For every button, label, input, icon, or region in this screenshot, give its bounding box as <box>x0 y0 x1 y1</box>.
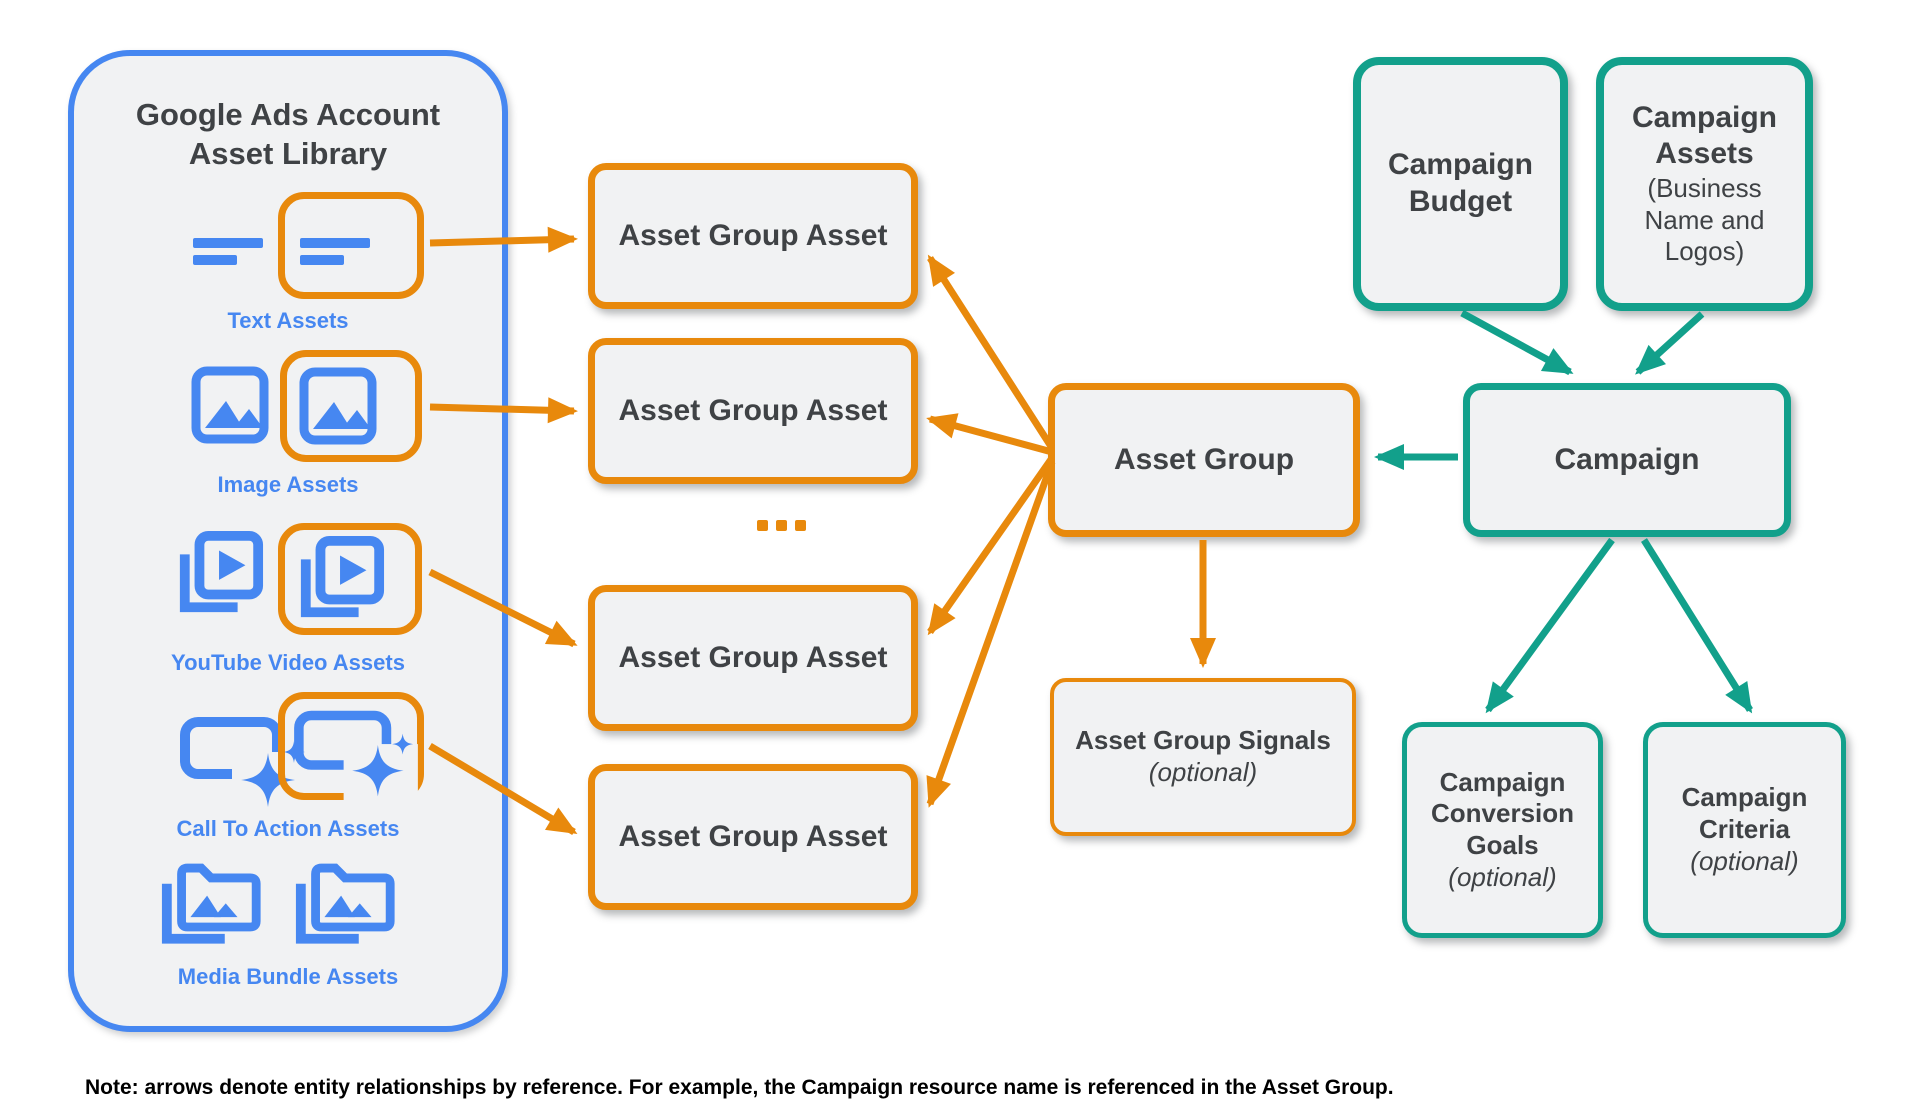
campaign-criteria-optional: (optional) <box>1690 845 1799 876</box>
image-assets-label: Image Assets <box>217 472 359 497</box>
media-bundle-assets-label: Media Bundle Assets <box>177 964 399 989</box>
asset-group-asset-box-4: Asset Group Asset <box>588 764 918 910</box>
campaign-budget-box: Campaign Budget <box>1353 57 1568 311</box>
selected-asset-highlight <box>278 192 424 299</box>
media-bundle-asset-icon <box>161 863 261 944</box>
youtube-video-asset-icon <box>300 535 385 618</box>
asset-group-label: Asset Group <box>1113 442 1295 476</box>
asset-group-asset-label: Asset Group Asset <box>618 393 888 427</box>
media-bundle-asset-icon <box>295 863 395 944</box>
ellipsis-icon <box>776 520 787 531</box>
asset-group-asset-label: Asset Group Asset <box>618 218 888 252</box>
text-asset-icon <box>193 238 263 248</box>
arrow-campaign-to-criteria <box>1641 538 1753 714</box>
asset-group-asset-box-2: Asset Group Asset <box>588 338 918 484</box>
asset-group-asset-box-1: Asset Group Asset <box>588 163 918 309</box>
selected-asset-highlight <box>280 350 422 462</box>
arrow-asset-group-to-asset-group-asset-4 <box>926 460 1056 808</box>
text-asset-icon <box>300 255 344 265</box>
call-to-action-asset-icon <box>294 710 418 805</box>
arrow-campaign-assets-to-campaign <box>1635 311 1705 375</box>
arrow-campaign-budget-to-campaign <box>1460 309 1574 376</box>
campaign-assets-subtitle: (Business Name and Logos) <box>1644 173 1765 267</box>
asset-group-asset-box-3: Asset Group Asset <box>588 585 918 731</box>
ellipsis-icon <box>795 520 806 531</box>
asset-group-signals-optional: (optional) <box>1148 757 1258 787</box>
call-to-action-assets-label: Call To Action Assets <box>176 816 400 841</box>
footnote: Note: arrows denote entity relationships… <box>85 1076 1394 1099</box>
asset-group-asset-label: Asset Group Asset <box>618 819 888 853</box>
arrow-asset-group-to-asset-group-asset-2 <box>926 413 1053 456</box>
image-asset-icon <box>299 367 377 445</box>
campaign-conversion-goals-title: Campaign Conversion Goals <box>1430 766 1575 860</box>
ellipsis-icon <box>757 520 768 531</box>
image-asset-icon <box>191 366 269 444</box>
text-assets-label: Text Assets <box>227 308 349 333</box>
text-asset-icon <box>300 238 370 248</box>
campaign-assets-title: Campaign Assets <box>1631 100 1778 171</box>
asset-library-title: Google Ads Account Asset Library <box>135 97 441 171</box>
campaign-criteria-title: Campaign Criteria <box>1681 782 1808 845</box>
asset-group-signals-box: Asset Group Signals (optional) <box>1050 678 1356 836</box>
campaign-box: Campaign <box>1463 383 1791 537</box>
campaign-label: Campaign <box>1554 442 1700 476</box>
campaign-conversion-goals-box: Campaign Conversion Goals (optional) <box>1402 722 1603 938</box>
campaign-criteria-box: Campaign Criteria (optional) <box>1643 722 1846 938</box>
asset-group-asset-label: Asset Group Asset <box>618 640 888 674</box>
youtube-video-assets-label: YouTube Video Assets <box>171 650 405 675</box>
campaign-budget-label: Campaign Budget <box>1387 148 1534 218</box>
campaign-conversion-goals-optional: (optional) <box>1448 861 1557 892</box>
arrow-asset-group-to-asset-group-asset-3 <box>927 455 1055 636</box>
asset-group-signals-title: Asset Group Signals <box>1075 725 1331 756</box>
asset-group-box: Asset Group <box>1048 383 1360 537</box>
youtube-video-asset-icon <box>179 530 264 613</box>
arrow-asset-group-to-asset-group-asset-1 <box>927 254 1055 450</box>
campaign-assets-box: Campaign Assets (Business Name and Logos… <box>1596 57 1813 311</box>
selected-asset-highlight <box>278 523 422 635</box>
arrow-campaign-to-conversion-goals <box>1485 537 1615 714</box>
text-asset-icon <box>193 255 237 265</box>
